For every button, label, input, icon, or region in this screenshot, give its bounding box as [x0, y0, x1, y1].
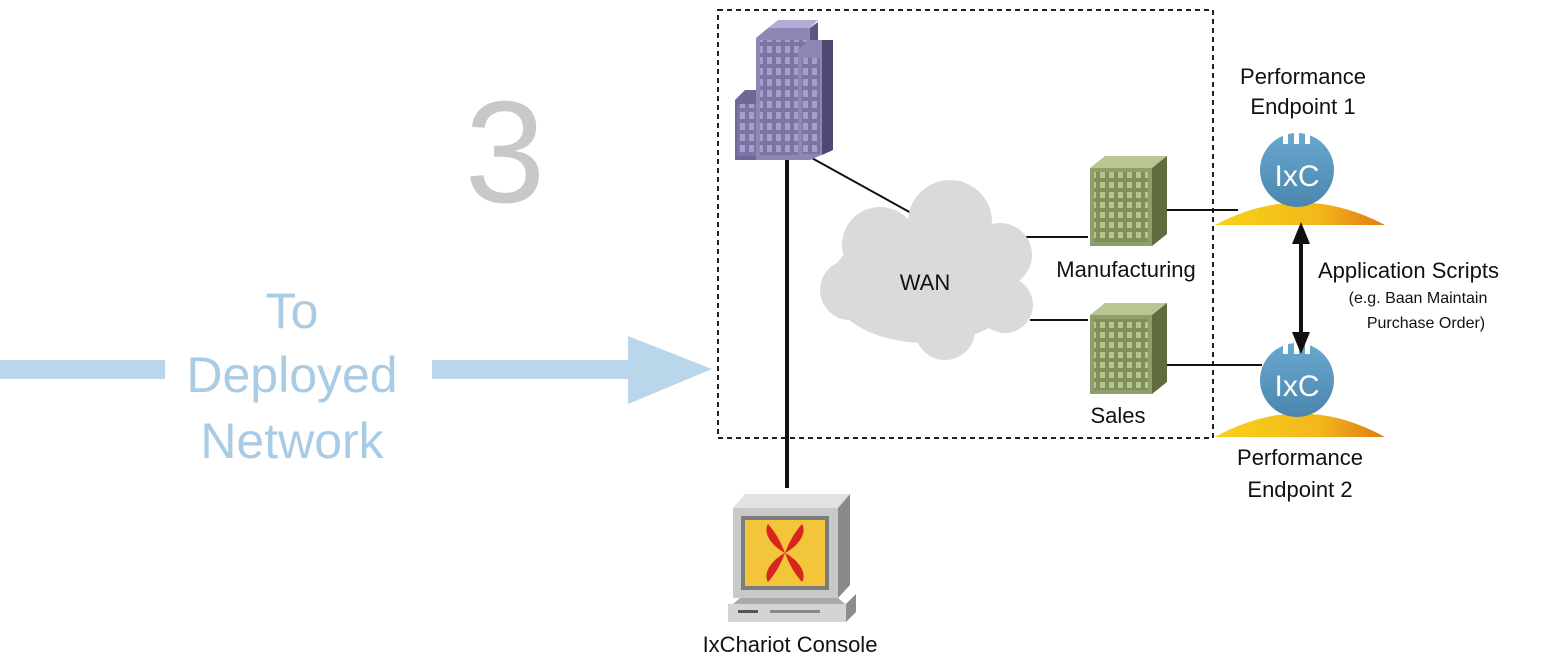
deployed-network-boundary: [717, 9, 1214, 439]
manufacturing-server-icon: [1090, 156, 1167, 246]
wan-cloud-icon: [820, 180, 1033, 360]
console-label: IxChariot Console: [703, 632, 878, 657]
endpoint2-badge-text: IxC: [1275, 370, 1320, 403]
wan-label: WAN: [900, 270, 951, 295]
connection-lines: [785, 155, 1262, 488]
deployed-network-arrow: [0, 336, 712, 404]
endpoint1-label-line2: Endpoint 1: [1250, 94, 1355, 119]
performance-endpoint1-icon: [1215, 130, 1385, 225]
application-scripts-title: Application Scripts: [1318, 258, 1499, 283]
manufacturing-label: Manufacturing: [1056, 257, 1195, 282]
endpoint1-badge-text: IxC: [1275, 160, 1320, 193]
ixchariot-console-computer-icon: [728, 494, 856, 622]
endpoint1-label-line1: Performance: [1240, 64, 1366, 89]
arrow-label-line3: Network: [200, 413, 384, 469]
endpoint2-label-line2: Endpoint 2: [1247, 477, 1352, 502]
arrow-label-line2: Deployed: [186, 347, 397, 403]
endpoint2-label-line1: Performance: [1237, 445, 1363, 470]
application-scripts-arrow: [1292, 222, 1310, 354]
application-scripts-note-line2: Purchase Order): [1367, 315, 1485, 332]
sales-label: Sales: [1090, 403, 1145, 428]
headquarters-building-icon: [735, 20, 833, 160]
performance-endpoint2-icon: [1215, 340, 1385, 437]
ixchariot-logo-icon: [766, 524, 804, 582]
step-number: 3: [465, 71, 546, 233]
arrow-label-line1: To: [266, 283, 319, 339]
sales-server-icon: [1090, 303, 1167, 394]
application-scripts-note-line1: (e.g. Baan Maintain: [1349, 290, 1488, 307]
